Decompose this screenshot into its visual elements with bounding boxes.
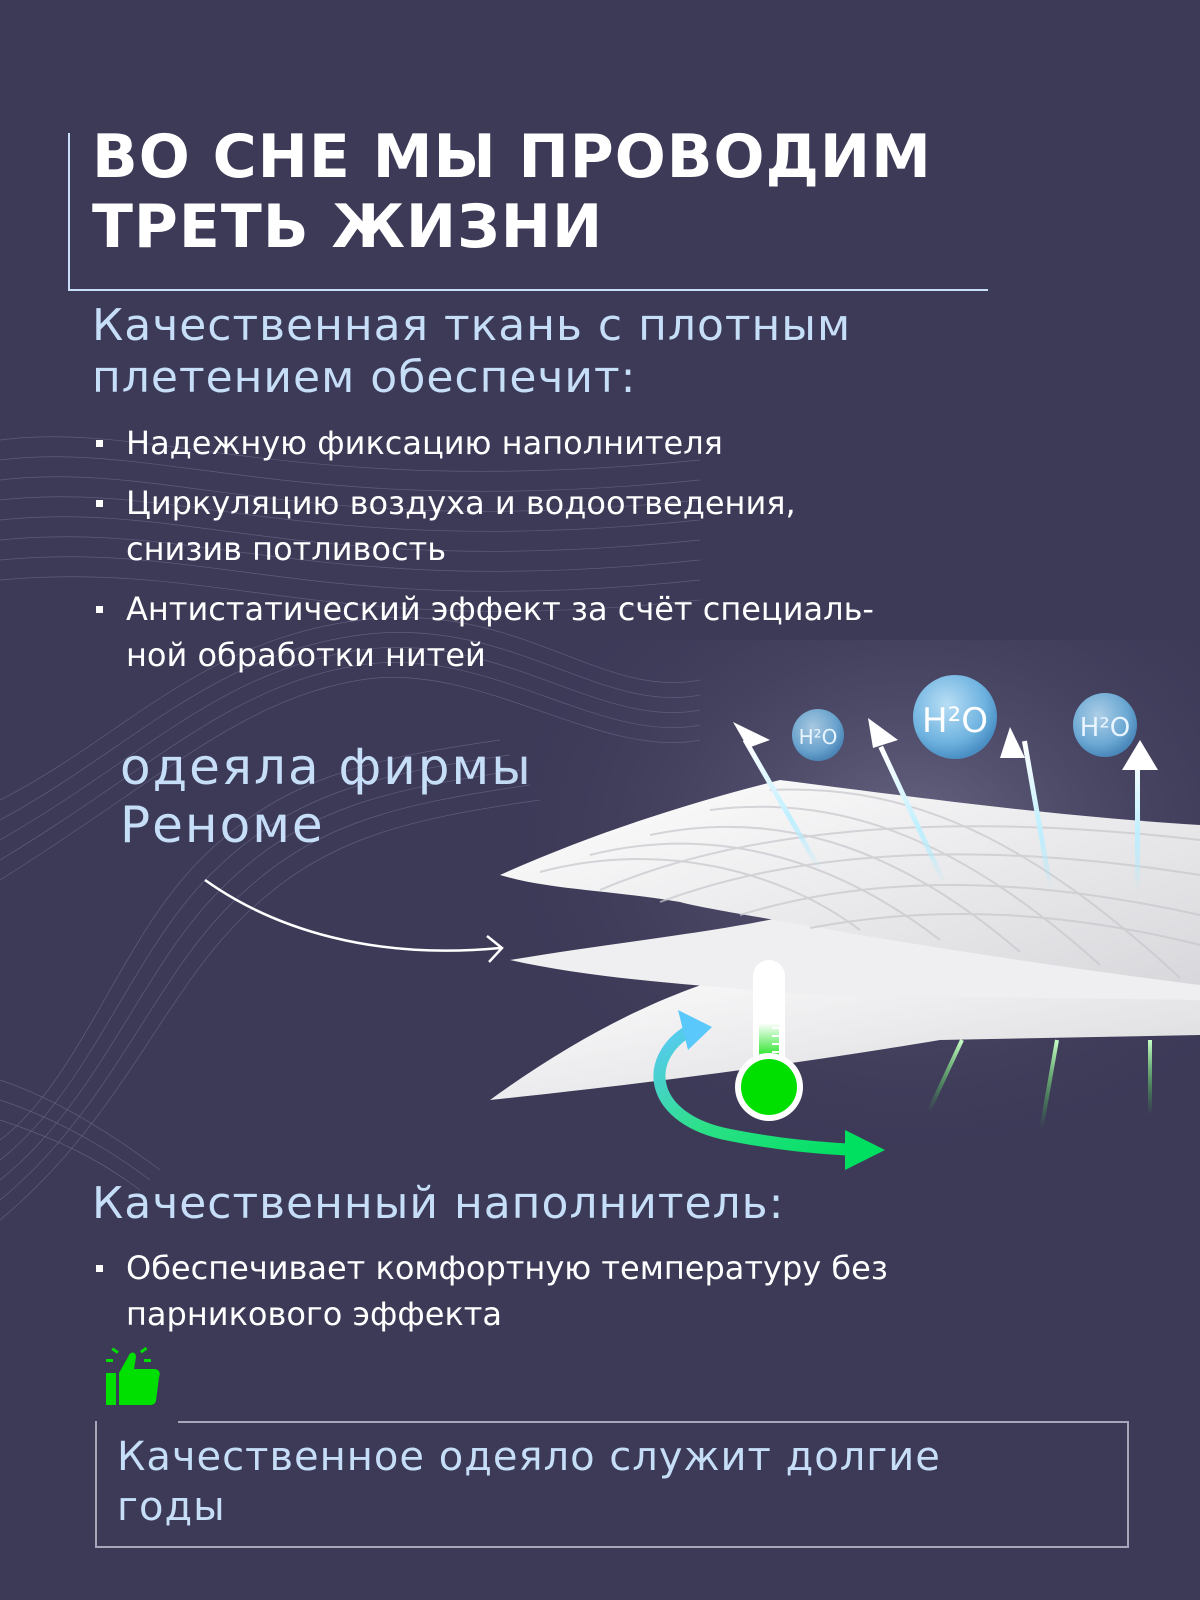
pointer-arrow-icon	[204, 878, 504, 963]
svg-text:H²O: H²O	[799, 725, 838, 749]
page-title: ВО СНЕ МЫ ПРОВОДИМ ТРЕТЬ ЖИЗНИ	[92, 122, 992, 262]
up-arrow-icon	[733, 722, 770, 748]
list-item-text: парникового эффекта	[126, 1295, 503, 1333]
blanket-middle-sheet	[510, 910, 1200, 1000]
vapor-ray	[1022, 740, 1053, 890]
footer-box-top-border	[178, 1421, 1129, 1423]
h2o-bubble-icon: H²O	[792, 709, 844, 761]
footer-box	[95, 1421, 1129, 1548]
brand-callout-line-1: одеяла фирмы	[120, 738, 533, 796]
blanket-illustration: H²O H²O H²O	[480, 640, 1200, 1200]
footer-box-text: Качественное одеяло служит долгие годы	[117, 1432, 1117, 1532]
up-arrow-icon	[1000, 727, 1025, 758]
list-item: Обеспечивает комфортную температуру без …	[92, 1245, 1132, 1337]
list-item: Антистатический эффект за счёт специаль-…	[92, 586, 1132, 678]
title-frame	[68, 133, 988, 291]
fabric-heading: Качественная ткань с плотным плетением о…	[92, 300, 1092, 404]
thumbs-up-icon	[106, 1346, 160, 1405]
list-item-text: Циркуляцию воздуха и водоотведения,	[126, 484, 796, 522]
bullet-icon	[96, 500, 103, 507]
footer-box-text-line-2: годы	[117, 1484, 226, 1530]
svg-text:H²O: H²O	[922, 701, 988, 741]
brand-callout-line-2: Реноме	[120, 796, 325, 854]
fabric-benefits-list: Надежную фиксацию наполнителя Циркуляцию…	[92, 420, 1132, 692]
vapor-ray	[878, 745, 947, 884]
brand-callout: одеяла фирмы Реноме	[120, 738, 533, 854]
filler-benefits-list: Обеспечивает комфортную температуру без …	[92, 1245, 1132, 1351]
list-item: Надежную фиксацию наполнителя	[92, 420, 1132, 466]
footer-box-text-line-1: Качественное одеяло служит долгие	[117, 1434, 941, 1480]
title-line-2: ТРЕТЬ ЖИЗНИ	[92, 192, 604, 262]
svg-text:H²O: H²O	[1080, 713, 1130, 743]
thermometer-icon	[735, 960, 803, 1121]
list-item-text: Антистатический эффект за счёт специаль-	[126, 590, 874, 628]
up-arrow-icon	[1122, 740, 1158, 770]
list-item-text: ной обработки нитей	[126, 636, 486, 674]
list-item-text: снизив потливость	[126, 530, 447, 568]
list-item-text: Обеспечивает комфортную температуру без	[126, 1249, 888, 1287]
airflow-arrow-icon	[653, 1024, 861, 1156]
h2o-bubble-icon: H²O	[1073, 693, 1137, 757]
filler-heading: Качественный наполнитель:	[92, 1178, 785, 1229]
bullet-icon	[96, 606, 103, 613]
list-item-text: Надежную фиксацию наполнителя	[126, 424, 723, 462]
fabric-heading-line-1: Качественная ткань с плотным	[92, 300, 852, 351]
vapor-ray	[742, 738, 823, 871]
vapor-ray	[1135, 750, 1140, 890]
h2o-bubble-icon: H²O	[913, 675, 997, 759]
up-arrow-icon	[868, 718, 898, 748]
fabric-heading-line-2: плетением обеспечит:	[92, 352, 637, 403]
bullet-icon	[96, 440, 103, 447]
list-item: Циркуляцию воздуха и водоотведения, сниз…	[92, 480, 1132, 572]
bullet-icon	[96, 1265, 103, 1272]
title-line-1: ВО СНЕ МЫ ПРОВОДИМ	[92, 122, 932, 192]
